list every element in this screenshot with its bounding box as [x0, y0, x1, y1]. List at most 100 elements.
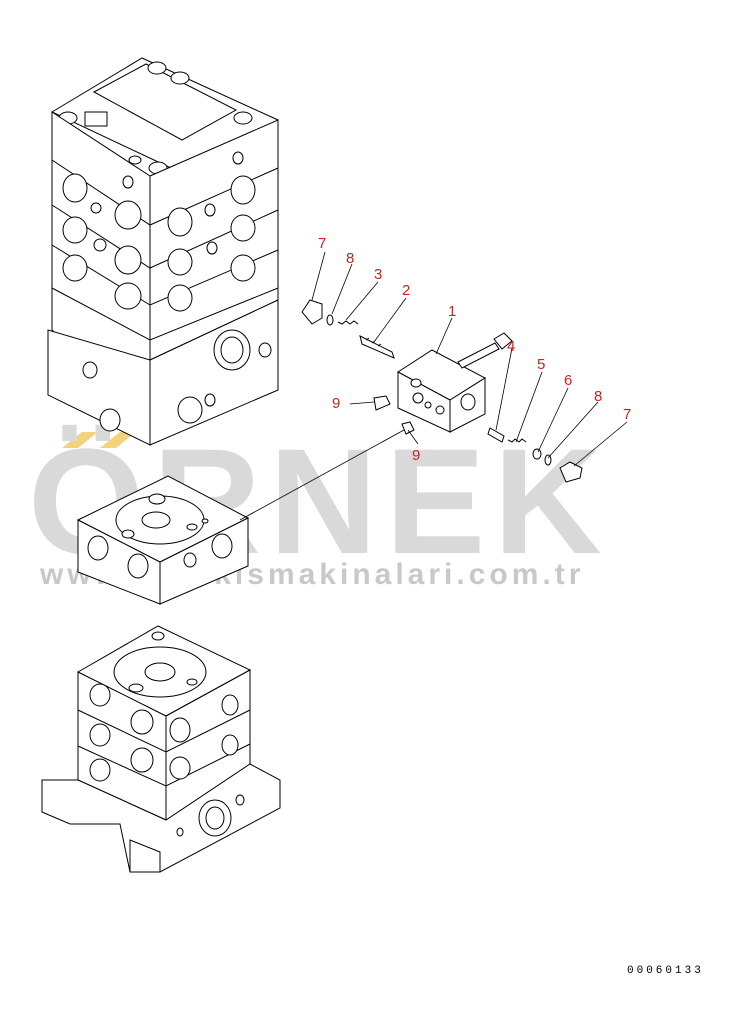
port	[167, 284, 193, 312]
port	[221, 734, 239, 756]
port-small	[232, 151, 244, 165]
leader-line	[373, 297, 407, 343]
callout-4: 4	[507, 338, 515, 355]
port	[230, 175, 256, 205]
callout-9: 9	[412, 447, 420, 464]
port-small	[206, 241, 218, 255]
port	[62, 254, 88, 282]
bolt-head	[493, 332, 513, 350]
base-port	[99, 408, 121, 432]
callout-3: 3	[374, 266, 382, 283]
port	[167, 248, 193, 276]
port	[127, 553, 149, 579]
section-line	[77, 709, 251, 753]
callout-1: 1	[448, 303, 456, 320]
base-port	[177, 396, 203, 424]
callout-9: 9	[332, 395, 340, 412]
leader-line	[435, 317, 453, 355]
spool-4	[487, 427, 505, 443]
leader-line	[495, 347, 513, 431]
section-line	[51, 287, 279, 341]
leader-line	[537, 387, 569, 453]
stack-top-port	[84, 111, 108, 127]
callout-7: 7	[318, 235, 326, 252]
port	[89, 758, 111, 782]
leader-line	[573, 421, 628, 467]
port	[87, 535, 109, 561]
o-ring-8	[544, 454, 552, 466]
spring-5	[507, 438, 527, 443]
callouts: 7 8 3 2 1 4 5 6 8 7 9 9	[318, 235, 631, 464]
port	[169, 756, 191, 780]
port	[211, 533, 233, 559]
components-right	[487, 427, 583, 483]
leader-line	[345, 281, 379, 321]
watermark-accent	[100, 432, 136, 448]
port	[130, 747, 154, 773]
gasket-port	[128, 683, 144, 693]
leader-line	[331, 263, 353, 315]
base-port-small	[176, 827, 184, 837]
callout-8: 8	[594, 388, 602, 405]
port	[62, 173, 88, 203]
bolt-head	[233, 111, 253, 125]
leader-line	[311, 251, 326, 301]
port-small	[93, 238, 107, 252]
leader-lines	[311, 251, 628, 467]
fittings-9	[373, 395, 415, 435]
leader-line	[515, 371, 543, 443]
bolt-head	[170, 71, 190, 85]
callout-6: 6	[564, 372, 572, 389]
plug-7	[301, 299, 323, 325]
base-port-small	[82, 361, 98, 379]
port	[62, 216, 88, 244]
gasket-center	[144, 662, 176, 682]
base-port-small	[235, 794, 245, 806]
ring-6	[532, 448, 542, 460]
port	[230, 254, 256, 282]
watermark-accent	[62, 432, 98, 448]
block-port	[435, 405, 445, 415]
port	[114, 282, 142, 310]
port	[114, 245, 142, 275]
callout-8: 8	[346, 250, 354, 267]
leader-line	[349, 401, 375, 405]
bolt-shank	[457, 342, 500, 369]
port	[167, 207, 193, 237]
port	[89, 723, 111, 747]
port	[230, 214, 256, 242]
block-port	[410, 378, 422, 388]
gasket-port	[148, 493, 166, 505]
assembly-line	[239, 429, 405, 521]
base-port-inner	[220, 336, 244, 364]
spool-2	[359, 335, 395, 359]
port-small	[183, 552, 197, 568]
gasket-center	[141, 511, 171, 529]
port	[114, 200, 142, 230]
base-port-small	[204, 393, 216, 407]
bolt-head	[151, 631, 165, 641]
mounting-base-edge	[129, 839, 161, 872]
main-valve-stack	[47, 57, 280, 446]
port	[221, 694, 239, 716]
base-port-small	[258, 342, 272, 358]
section-line	[77, 743, 251, 787]
block-port	[424, 401, 432, 409]
components-left	[301, 299, 395, 359]
block-port	[412, 392, 424, 404]
callout-2: 2	[402, 282, 410, 299]
leader-line	[407, 429, 419, 445]
base-port-inner	[205, 806, 225, 830]
plug-7	[559, 461, 583, 483]
lower-valve-assembly	[41, 625, 281, 873]
callout-7: 7	[623, 406, 631, 423]
mounting-bolt	[457, 332, 513, 369]
port-small	[90, 202, 102, 214]
bolt-head	[147, 61, 167, 75]
gasket-port	[121, 529, 135, 539]
o-ring-8	[326, 314, 334, 326]
document-number: 00060133	[627, 965, 704, 977]
gasket-port	[186, 523, 198, 531]
mounting-base	[41, 763, 281, 873]
